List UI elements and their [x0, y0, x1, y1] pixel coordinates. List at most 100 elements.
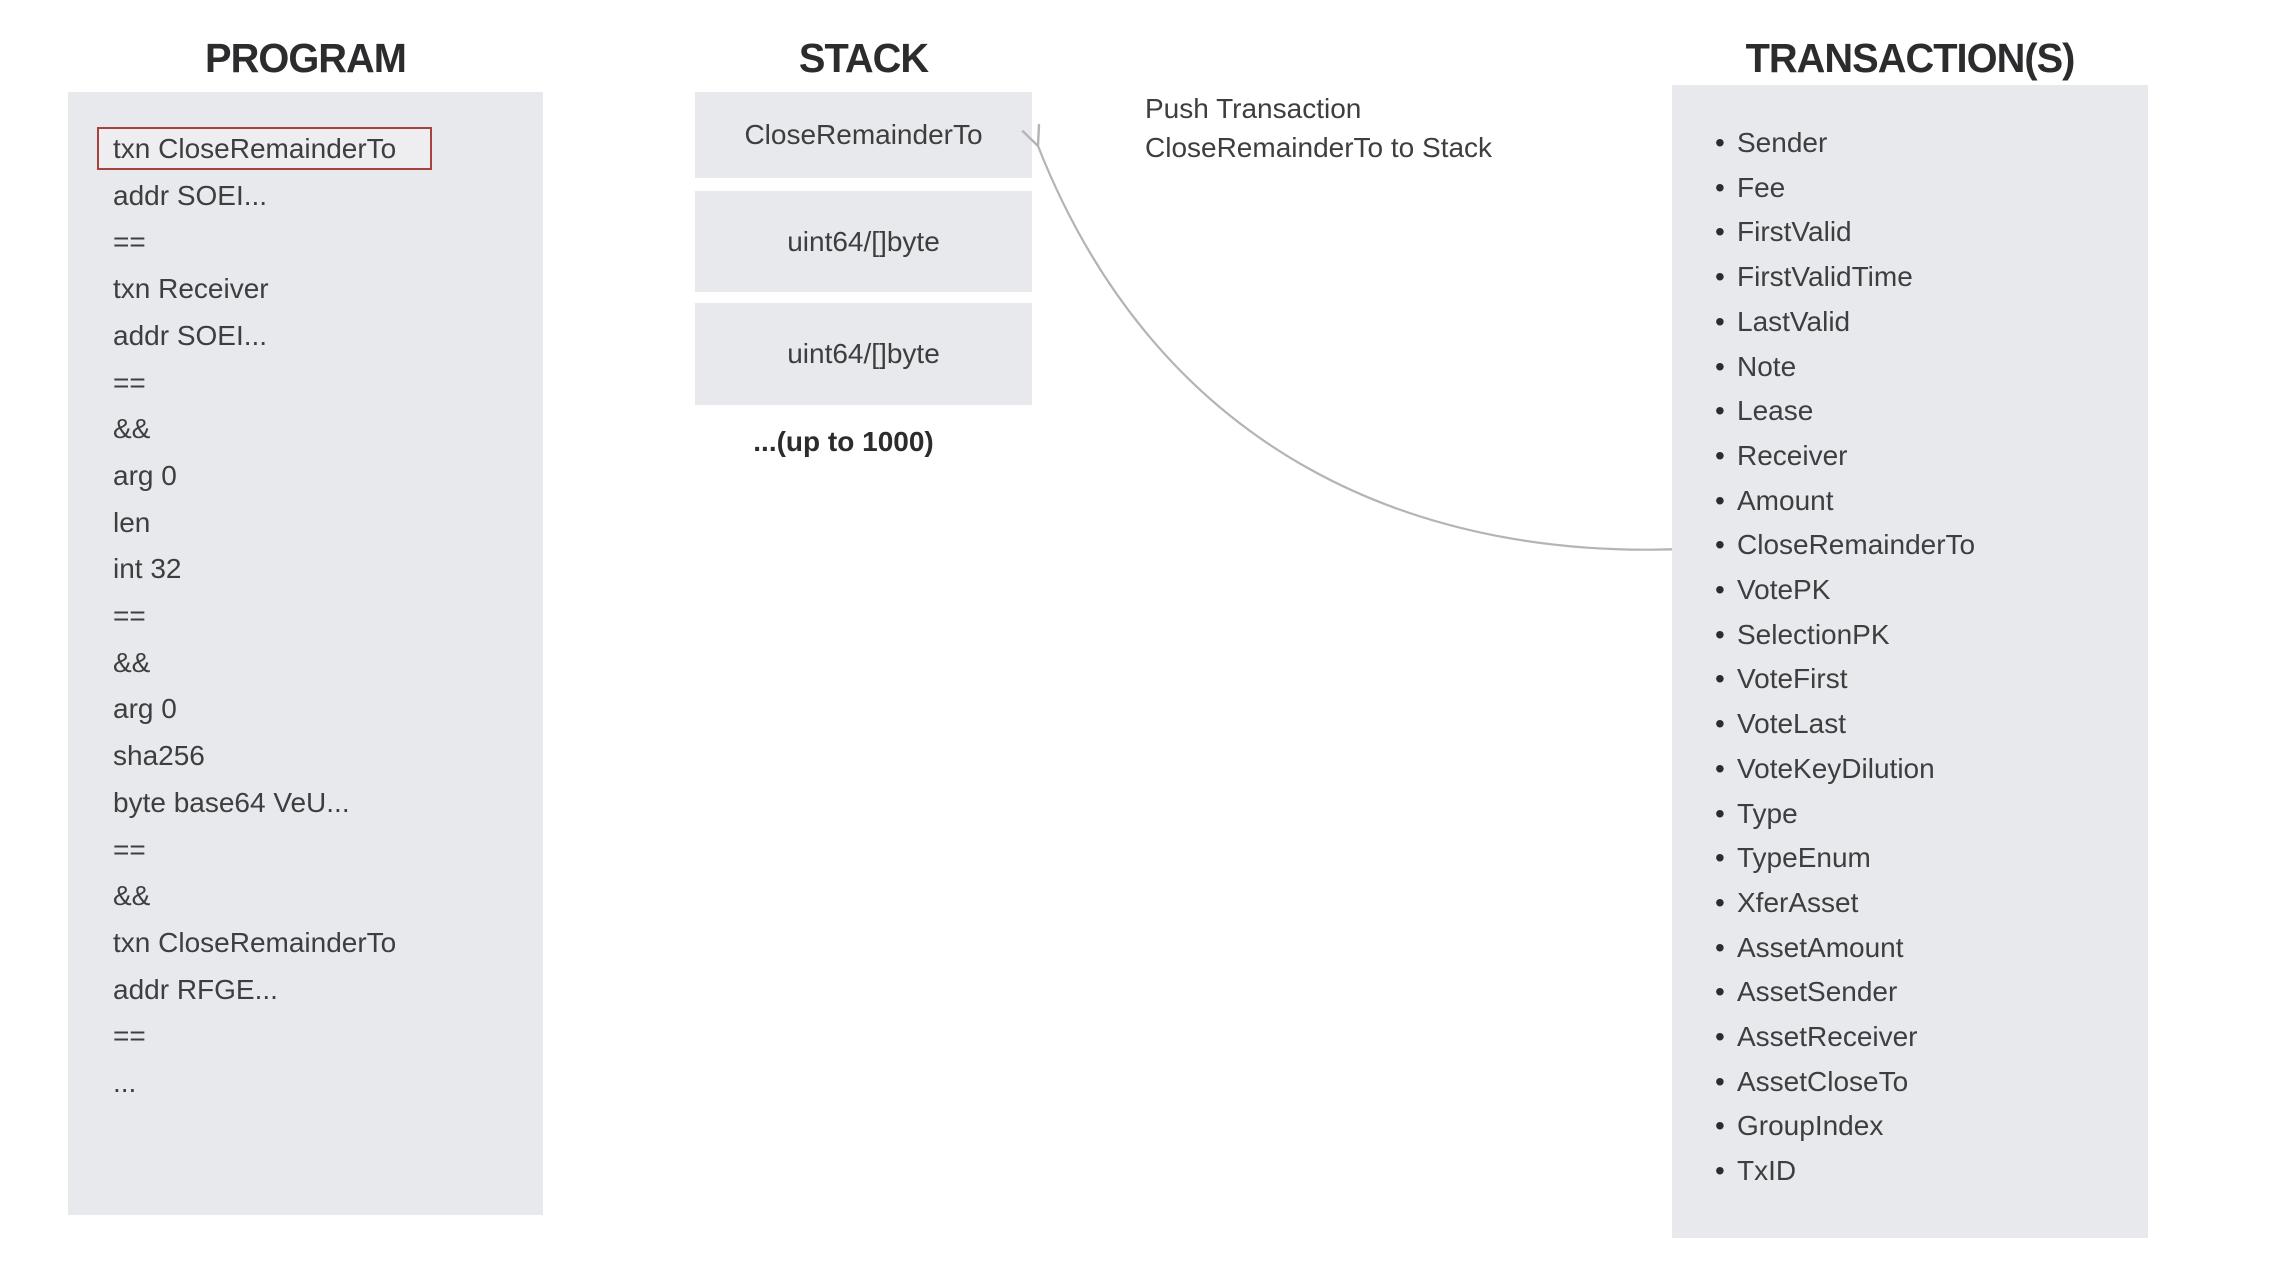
stack-capacity-caption: ...(up to 1000) — [753, 426, 934, 457]
transaction-field: • VotePK — [1715, 568, 2140, 613]
transaction-field-label: LastValid — [1737, 305, 1851, 337]
code-line: && — [113, 413, 151, 445]
bullet-icon: • — [1715, 931, 1725, 963]
bullet-icon: • — [1715, 216, 1725, 248]
transaction-field: • Note — [1715, 345, 2140, 390]
transaction-field: • Sender — [1715, 121, 2140, 166]
transaction-field-label: Note — [1737, 350, 1797, 382]
bullet-icon: • — [1715, 127, 1725, 158]
transaction-field-label: TxID — [1737, 1155, 1797, 1187]
bullet-icon: • — [1715, 663, 1725, 695]
bullet-icon: • — [1715, 842, 1725, 874]
code-line: && — [113, 880, 151, 912]
transaction-field: • AssetSender — [1715, 970, 2140, 1015]
code-line: byte base64 VeU... — [113, 786, 350, 818]
code-line: && — [113, 646, 151, 678]
transaction-field: • GroupIndex — [1715, 1104, 2140, 1149]
transaction-field-label: GroupIndex — [1737, 1110, 1884, 1142]
bullet-icon: • — [1715, 395, 1725, 427]
transaction-field: • Receiver — [1715, 434, 2140, 479]
code-line: addr RFGE... — [113, 973, 278, 1005]
transaction-field-label: Receiver — [1737, 439, 1848, 471]
transaction-field: •XferAsset — [1715, 881, 2140, 926]
bullet-icon: • — [1715, 708, 1725, 740]
bullet-icon: • — [1715, 305, 1725, 337]
bullet-icon: • — [1715, 1155, 1725, 1187]
code-line: arg 0 — [113, 459, 177, 491]
transactions-title: TRANSACTION(S) — [1745, 35, 2076, 81]
push-annotation-line1: Push Transaction — [1145, 93, 1362, 124]
bullet-icon: • — [1715, 171, 1725, 203]
bullet-icon: • — [1715, 752, 1725, 784]
stack-slot-3: uint64/[]byte — [695, 303, 1032, 405]
transactions-panel: • Sender • Fee • FirstValid • FirstValidTime • La… — [1672, 85, 2148, 1238]
stack-slot-top: CloseRemainderTo — [695, 92, 1032, 178]
transaction-field-label: VotePK — [1737, 574, 1831, 606]
bullet-icon: • — [1715, 350, 1725, 382]
transaction-field-label: AssetSender — [1737, 976, 1898, 1008]
transaction-field: • Type — [1715, 792, 2140, 837]
bullet-icon: • — [1715, 886, 1725, 918]
bullet-icon: • — [1715, 1110, 1725, 1142]
code-line: addr SOEI... — [113, 319, 268, 351]
transaction-field: • AssetCloseTo — [1715, 1060, 2140, 1105]
transaction-field: • TxID — [1715, 1149, 2140, 1194]
transaction-field-label: Amount — [1737, 484, 1834, 516]
code-line: == — [113, 226, 146, 258]
transaction-field-label: TypeEnum — [1737, 842, 1871, 874]
code-line: txn Receiver — [113, 273, 269, 305]
bullet-icon: • — [1715, 976, 1725, 1008]
transaction-field: •AssetReceiver — [1715, 1015, 2140, 1060]
push-arrow-curve — [1021, 124, 1703, 551]
program-panel: txn CloseRemainderTo addr SOEI... == txn Re… — [68, 92, 543, 1215]
transaction-field-label: AssetCloseTo — [1737, 1065, 1909, 1097]
push-annotation: Push Transaction CloseRemainderTo to Sta… — [1145, 89, 1625, 167]
transaction-field: • Amount — [1715, 479, 2140, 524]
transaction-field: •SelectionPK — [1715, 613, 2140, 658]
transaction-field: • Fee — [1715, 166, 2140, 211]
bullet-icon: • — [1715, 261, 1725, 293]
transaction-field-label: VoteKeyDilution — [1737, 752, 1935, 784]
code-line: == — [113, 1020, 146, 1052]
transaction-field-label: Lease — [1737, 395, 1814, 427]
code-line: == — [113, 833, 146, 865]
transaction-field-label: Sender — [1737, 127, 1828, 158]
code-line: arg 0 — [113, 693, 177, 725]
push-annotation-line2: CloseRemainderTo to Stack — [1145, 132, 1493, 163]
transaction-field: • FirstValid — [1715, 210, 2140, 255]
transaction-field: • LastValid — [1715, 300, 2140, 345]
transaction-fields-list: • Sender • Fee • FirstValid • FirstValidTime • La… — [1715, 121, 2140, 1194]
bullet-icon: • — [1715, 439, 1725, 471]
transaction-field: • AssetAmount — [1715, 926, 2140, 971]
transaction-field: • VoteLast — [1715, 702, 2140, 747]
transaction-field: • VoteFirst — [1715, 657, 2140, 702]
transaction-field-label: VoteFirst — [1737, 663, 1848, 695]
transaction-field: • Lease — [1715, 389, 2140, 434]
transaction-field: • VoteKeyDilution — [1715, 747, 2140, 792]
bullet-icon: • — [1715, 484, 1725, 516]
transaction-field-label: VoteLast — [1737, 708, 1846, 740]
bullet-icon: • — [1715, 529, 1725, 561]
transaction-field-label: FirstValidTime — [1737, 261, 1913, 293]
code-line: txn CloseRemainderTo — [113, 926, 397, 958]
transaction-field-label: Fee — [1737, 171, 1786, 203]
stack-slot-2: uint64/[]byte — [695, 191, 1032, 292]
code-line: sha256 — [113, 740, 205, 772]
stack-title: STACK — [798, 35, 929, 81]
transaction-field-label: FirstValid — [1737, 216, 1852, 248]
code-line: == — [113, 600, 146, 632]
transaction-field-label: AssetAmount — [1737, 931, 1904, 963]
bullet-icon: • — [1715, 1065, 1725, 1097]
bullet-icon: • — [1715, 797, 1725, 829]
bullet-icon: • — [1715, 574, 1725, 606]
transaction-field: • FirstValidTime — [1715, 255, 2140, 300]
program-code: txn CloseRemainderTo addr SOEI... == txn Re… — [113, 126, 533, 1107]
bullet-icon: • — [1715, 1021, 1725, 1053]
transaction-field-label: Type — [1737, 797, 1798, 829]
code-line: == — [113, 366, 146, 398]
code-line-highlighted: txn CloseRemainderTo — [113, 133, 397, 164]
transaction-field-label: CloseRemainderTo — [1737, 529, 1976, 561]
code-line: int 32 — [113, 553, 182, 585]
code-line: len — [113, 506, 151, 538]
